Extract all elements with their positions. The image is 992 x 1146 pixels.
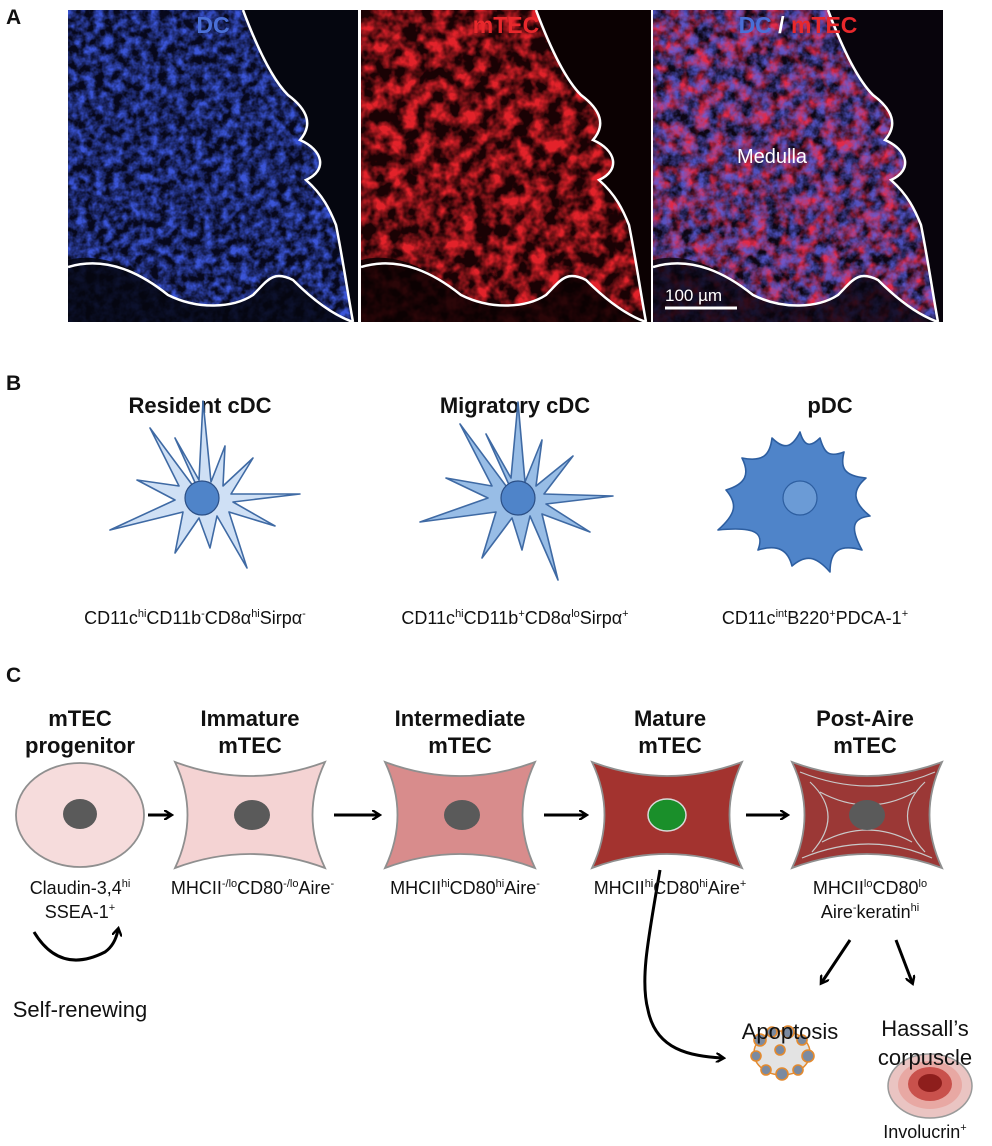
involucrin-label: Involucrin+ [883, 1122, 967, 1142]
apoptosis-label: Apoptosis [741, 1019, 839, 1044]
dc-stain-image [68, 10, 358, 322]
migratory-cdc-markers: CD11chiCD11b+CD8αloSirpα+ [401, 608, 629, 628]
self-renewing-arrow [32, 930, 118, 962]
intermediate-mtec-cell-icon [383, 760, 537, 870]
panel-c-letter: C [6, 664, 22, 687]
panel-a-letter: A [6, 6, 22, 29]
resident-cdc-markers: CD11chiCD11b-CD8αhiSirpα- [84, 608, 306, 628]
panel-c-drawing [15, 760, 973, 1119]
resident-cdc-cell-icon [109, 400, 301, 569]
pdc-markers: CD11cintB220+PDCA-1+ [721, 608, 909, 628]
merge-stain-image [653, 10, 943, 322]
micrograph-merge: DC / mTEC Medulla 100 µm [653, 10, 943, 322]
medulla-label: Medulla [737, 146, 808, 168]
postaire-to-hassall-arrow [894, 939, 912, 982]
hassall-corpuscle-icon [887, 1053, 973, 1119]
resident-cdc-title: Resident cDC [128, 393, 272, 418]
channel-label-mtec: mTEC [472, 12, 540, 38]
pdc-cell-icon [717, 431, 871, 573]
migratory-cdc-title: Migratory cDC [439, 393, 591, 418]
mature-mtec-cell-icon [590, 760, 744, 870]
immature-mtec-cell-icon [173, 760, 327, 870]
migratory-cdc-cell-icon [419, 401, 614, 581]
merge-label-sep: / [771, 12, 791, 38]
micrograph-mtec: mTEC [361, 10, 651, 322]
immature-markers: MHCII-/loCD80-/loAire- [170, 878, 335, 898]
channel-label-merge: DC / mTEC [653, 10, 943, 40]
merge-label-dc: DC [738, 12, 772, 38]
intermediate-markers: MHCIIhiCD80hiAire- [390, 878, 540, 898]
channel-label-dc: DC [196, 12, 230, 38]
apoptotic-body-icon [750, 1025, 815, 1081]
merge-label-mtec: mTEC [790, 12, 858, 38]
scale-bar-label: 100 µm [665, 286, 723, 305]
postaire-mtec-cell-icon [790, 760, 944, 870]
panel-b-letter: B [6, 372, 22, 395]
mature-to-apoptosis-arrow [643, 869, 722, 1058]
pdc-title: pDC [807, 393, 853, 418]
micrograph-dc: DC [68, 10, 358, 322]
postaire-to-apoptosis-arrow [822, 939, 852, 982]
self-renewing-label: Self-renewing [12, 997, 148, 1022]
mature-markers: MHCIIhiCD80hiAire+ [593, 878, 747, 898]
mtec-stain-image [361, 10, 651, 322]
progenitor-cell-icon [15, 762, 145, 868]
